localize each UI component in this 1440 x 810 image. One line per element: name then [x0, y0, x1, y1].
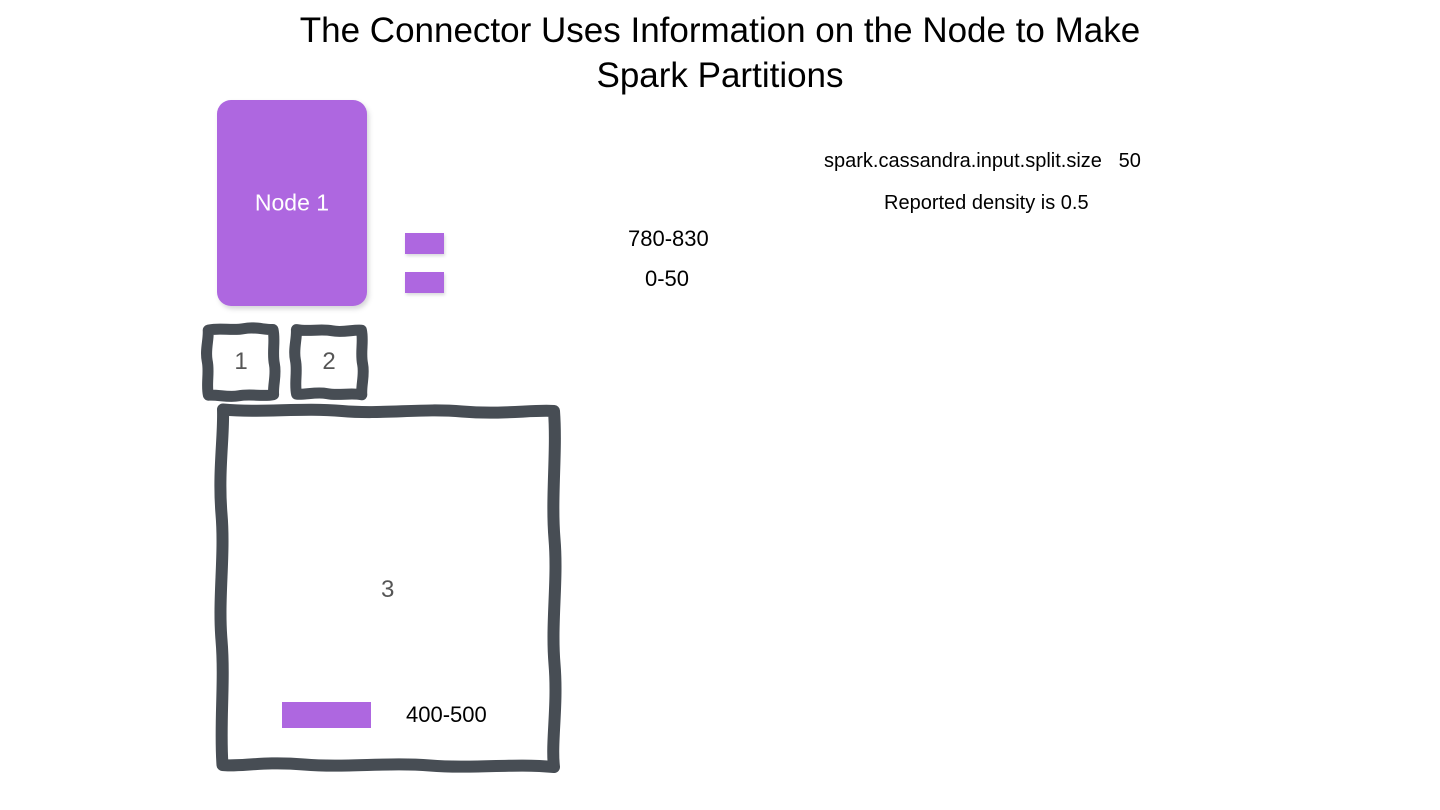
- partition-box-3: 3: [214, 402, 562, 776]
- partition-box-1: 1: [200, 320, 282, 404]
- partition-box-3-number: 3: [381, 576, 395, 603]
- sketch-frame-3: [214, 403, 562, 773]
- slide-title: The Connector Uses Information on the No…: [299, 11, 1141, 95]
- sketch-frame-1: [201, 322, 281, 403]
- sketch-frame-2: [289, 324, 369, 401]
- token-range-label-bottom: 0-50: [645, 266, 690, 291]
- inner-token-range-label: 400-500: [406, 702, 487, 727]
- partition-box-2-number: 2: [322, 348, 336, 375]
- reported-density-text: Reported density is 0.5: [884, 192, 1089, 214]
- token-range-bar-bottom: [405, 272, 444, 293]
- token-range-label-top: 780-830: [628, 226, 709, 251]
- node-card-label: Node 1: [254, 189, 330, 216]
- partition-box-2: 2: [288, 320, 370, 404]
- token-range-bar-top: [405, 233, 444, 254]
- partition-box-1-number: 1: [234, 348, 248, 375]
- split-size-setting-text: spark.cassandra.input.split.size 50: [824, 150, 1141, 172]
- inner-token-range-bar: [282, 702, 371, 728]
- node-card: Node 1: [217, 100, 367, 306]
